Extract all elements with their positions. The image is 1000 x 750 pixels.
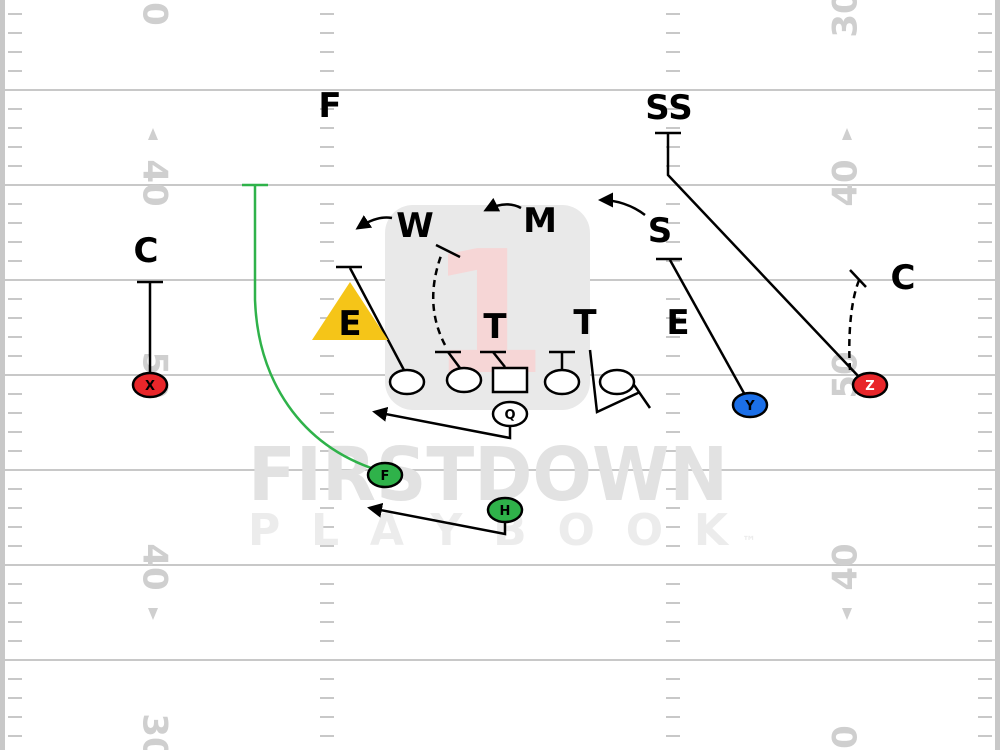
- rt-pass-set: [588, 349, 641, 414]
- ol-block-c: [492, 351, 506, 368]
- yard-number-right-40-top: 40: [826, 159, 866, 206]
- yard-number-right-top: 30: [826, 0, 866, 38]
- defender-mike: M: [523, 201, 557, 241]
- hash-marks: [8, 13, 992, 737]
- watermark-trademark: ™: [742, 534, 756, 550]
- z-route-to-ss: [666, 133, 861, 379]
- right-sideline: [995, 0, 1000, 750]
- player-f-marker: [366, 461, 404, 489]
- defender-tackle-right: T: [573, 303, 597, 343]
- lt-block-line: [348, 267, 407, 373]
- y-block-line: [668, 259, 747, 396]
- player-z-label: Z: [865, 379, 874, 394]
- end-highlight-triangle: [312, 282, 388, 340]
- assignment-lines: [137, 131, 867, 536]
- rt-pass-set-cap: [630, 381, 652, 409]
- defender-free-safety: F: [318, 86, 341, 126]
- defender-strong-safety: SS: [645, 88, 692, 128]
- defender-corner-left: C: [134, 231, 159, 271]
- player-y-label: Y: [744, 399, 755, 414]
- left-sideline: [0, 0, 5, 750]
- q-fake-arrow: [372, 406, 512, 440]
- yard-number-left-40-bottom: 40: [135, 543, 175, 590]
- player-x-label: X: [145, 379, 155, 394]
- defender-corner-right: C: [891, 258, 916, 298]
- watermark-logo-box: [385, 205, 590, 410]
- direction-arrow-icon: [842, 608, 852, 620]
- defender-will: W: [396, 206, 434, 246]
- player-h-label: H: [500, 504, 511, 519]
- left-tackle: [388, 368, 426, 396]
- direction-arrow-icon: [148, 608, 158, 620]
- yard-number-left-bottom: 30: [135, 713, 175, 750]
- player-f-label: F: [381, 469, 390, 484]
- player-h-marker: [486, 496, 524, 524]
- player-z: Z: [851, 371, 889, 399]
- defender-end-left: E: [338, 304, 361, 344]
- z-arc-cap: [849, 269, 867, 288]
- ol-block-lg: [447, 351, 461, 369]
- right-guard: [543, 368, 581, 396]
- yard-number-right-40-bottom: 40: [826, 543, 866, 590]
- defense: F SS W M S C C E T T E: [134, 86, 916, 347]
- player-q-label: Q: [504, 408, 515, 423]
- player-f: F: [366, 461, 404, 489]
- center: [491, 366, 529, 394]
- s-movement-arrow: [598, 192, 646, 216]
- yard-number-right-bottom: 0: [826, 725, 866, 749]
- w-movement-arrow: [355, 215, 393, 230]
- player-h: H: [486, 496, 524, 524]
- f-route-line: [253, 185, 378, 472]
- player-x-marker: [131, 371, 169, 399]
- defender-sam: S: [648, 211, 673, 251]
- player-y: Y: [731, 391, 769, 419]
- yard-number-left-40-top: 40: [135, 159, 175, 206]
- yard-numbers: 0 40 50 40 30 30 40 50 40 0: [135, 0, 866, 750]
- player-q-marker: [491, 400, 529, 428]
- z-dashed-arc: [848, 277, 862, 371]
- offense: X Z Y Q F H: [131, 366, 889, 524]
- defender-end-right: E: [666, 303, 689, 343]
- yard-number-left-top: 0: [135, 2, 175, 26]
- player-y-marker: [731, 391, 769, 419]
- player-q: Q: [491, 400, 529, 428]
- lg-route-cap: [435, 243, 461, 259]
- player-z-marker: [851, 371, 889, 399]
- right-tackle: [598, 368, 636, 396]
- left-guard: [445, 366, 483, 394]
- defender-tackle-left: T: [483, 307, 507, 347]
- m-movement-arrow: [483, 197, 522, 212]
- h-fake-arrow: [367, 502, 507, 536]
- player-x: X: [131, 371, 169, 399]
- direction-arrow-icon: [842, 128, 852, 140]
- direction-arrow-icon: [148, 128, 158, 140]
